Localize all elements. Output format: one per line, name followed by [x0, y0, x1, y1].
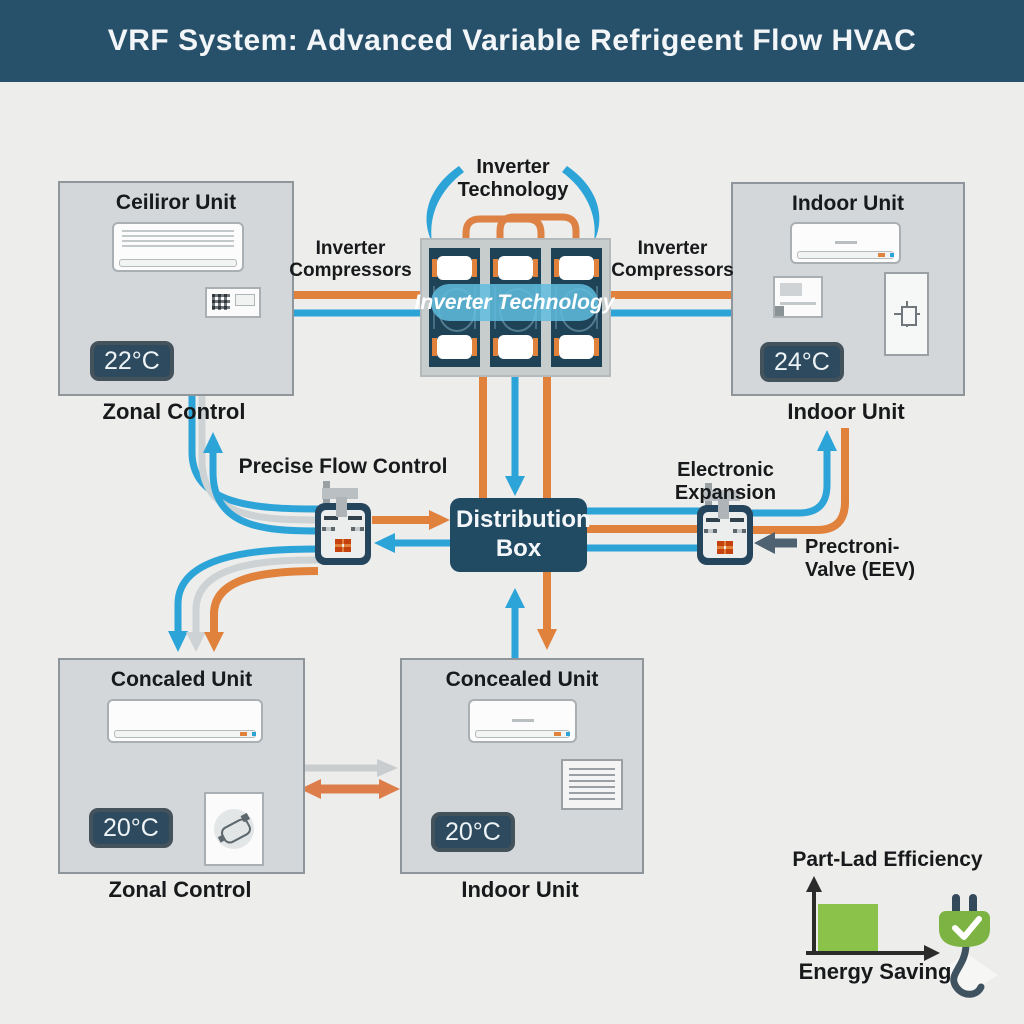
valve-distribution-arrows [372, 510, 452, 553]
part-load-efficiency-label: Part-Lad Efficiency [792, 848, 983, 871]
temperature-badge: 20°C [431, 812, 515, 852]
plug-sketch-card [204, 792, 264, 866]
unit-box-bottom-center: Concealed Unit 20°C [400, 658, 644, 874]
unit-caption: Indoor Unit [461, 877, 579, 902]
distribution-eev-pipes [587, 507, 700, 552]
precise-flow-control-label: Precise Flow Control [238, 455, 448, 478]
energy-saving-label: Energy Saving [798, 959, 952, 984]
cassette-unit-icon [884, 272, 929, 356]
wall-ac-icon [468, 699, 577, 743]
eev-indoor-arrowhead [817, 430, 837, 451]
wall-ac-icon [790, 222, 901, 264]
eev-indoor-pipes [752, 428, 849, 534]
unit-caption: Zonal Control [108, 877, 252, 902]
unit-title: Concealed Unit [445, 668, 599, 691]
vent-grille-icon [561, 759, 623, 810]
ceiling-ac-icon [112, 222, 244, 272]
unit-title: Ceiliror Unit [115, 191, 237, 214]
valve-bottomleft-pipes [174, 545, 319, 633]
eev-valve-icon [697, 483, 753, 565]
unit-title: Indoor Unit [792, 192, 904, 215]
flow-control-valve-icon [315, 481, 371, 565]
temperature-badge: 20°C [89, 808, 173, 848]
control-panel-icon [773, 276, 823, 318]
efficiency-chart [806, 876, 940, 961]
temperature-badge: 22°C [90, 341, 174, 381]
temperature-badge: 24°C [760, 342, 844, 382]
inverter-arc-icons [426, 166, 600, 242]
unit-box-top-left: Ceiliror Unit 22°C [58, 181, 294, 396]
wall-ac-icon [107, 699, 263, 743]
unit-caption: Zonal Control [102, 399, 246, 424]
inverter-compressors-label-left: Inverter Compressors [289, 238, 412, 281]
bottom-boxes-arrows [300, 759, 400, 799]
left-compressor-pipes [290, 291, 421, 317]
electronic-expansion-label: Electronic Expansion [674, 459, 777, 504]
topleft-up-arrowhead [203, 432, 223, 453]
title-bar: VRF System: Advanced Variable Refrigeent… [0, 0, 1024, 82]
bottomleft-down-arrowheads [168, 631, 224, 652]
valve-topleft-pipes [188, 393, 319, 535]
inverter-compressors-label-right: Inverter Compressors [611, 238, 734, 281]
right-compressor-pipes [607, 291, 731, 317]
energy-plug-icon [934, 894, 998, 998]
remote-control-icon [205, 287, 261, 318]
eev-label-line1: Prectroni- [805, 536, 900, 558]
page-title: VRF System: Advanced Variable Refrigeent… [107, 24, 917, 57]
eev-pointer-arrow [754, 532, 797, 554]
eev-label-line2: Valve (EEV) [805, 559, 916, 581]
inverter-technology-label: Inverter Technology [457, 156, 569, 201]
compressor-top-loops [462, 213, 580, 242]
distribution-box: Distribution Box [450, 498, 591, 572]
unit-box-bottom-left: Concaled Unit 20°C [58, 658, 305, 874]
unit-caption: Indoor Unit [787, 399, 905, 424]
unit-title: Concaled Unit [110, 668, 253, 691]
inverter-overlay-label: Inverter Technology [414, 290, 615, 314]
inverter-technology-band: Inverter Technology [415, 284, 614, 321]
distribution-box-label: Distribution Box [456, 506, 591, 562]
unit-box-top-right: Indoor Unit 24°C [731, 182, 965, 396]
